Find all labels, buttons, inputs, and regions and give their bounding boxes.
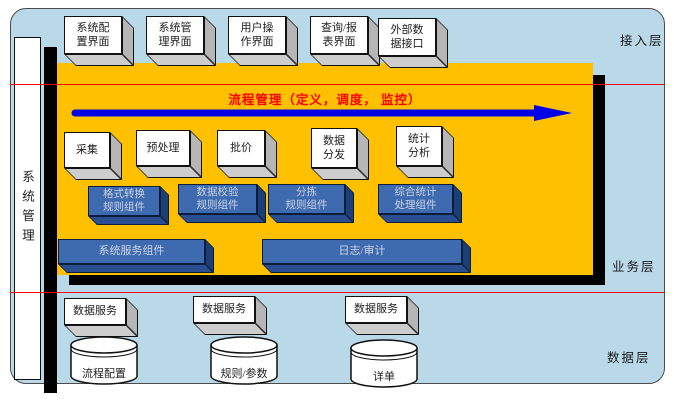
box-label: 数据 分发 xyxy=(311,128,357,168)
top-box-system-config-ui: 系统配 置界面 xyxy=(64,16,134,66)
box-label: 外部数 据接口 xyxy=(378,18,436,56)
database-label: 详单 xyxy=(373,371,395,383)
box-side xyxy=(178,214,266,223)
box-side xyxy=(262,264,471,273)
box-label: 系统服务组件 xyxy=(58,239,205,264)
system-management-bar: 系统管理 xyxy=(14,37,41,380)
box-label: 数据服务 xyxy=(64,298,126,325)
box-label: 查询/报 表界面 xyxy=(310,16,368,54)
process-box-collect: 采集 xyxy=(64,132,122,180)
box-side xyxy=(193,323,267,335)
rule-box-data-validation: 数据校验 规则组件 xyxy=(178,184,266,223)
box-label: 采集 xyxy=(64,132,110,168)
database-label: 规则/参数 xyxy=(220,368,268,380)
service-box-system-services: 系统服务组件 xyxy=(58,239,214,273)
box-side xyxy=(268,214,354,223)
database-rules-params: 规则/参数 xyxy=(210,336,278,386)
box-label: 批价 xyxy=(217,130,265,166)
box-label: 数据服务 xyxy=(345,296,407,323)
process-box-preprocess: 预处理 xyxy=(136,130,202,178)
box-side xyxy=(58,264,214,273)
box-side xyxy=(64,54,134,66)
data-service-box-2: 数据服务 xyxy=(193,296,267,335)
box-label: 日志/审计 xyxy=(262,239,462,264)
database-label: 流程配置 xyxy=(82,368,126,380)
box-label: 综合统计 处理组件 xyxy=(378,184,453,214)
box-label: 系统管 理界面 xyxy=(146,16,204,54)
rule-box-comprehensive-statistics: 综合统计 处理组件 xyxy=(378,184,462,223)
box-side xyxy=(310,54,380,66)
box-side xyxy=(146,54,216,66)
database-flow-config: 流程配置 xyxy=(70,336,138,386)
top-box-user-operation-ui: 用户操 作界面 xyxy=(228,16,298,66)
rule-box-format-conversion: 格式转换 规则组件 xyxy=(88,186,169,225)
box-label: 数据校验 规则组件 xyxy=(178,184,257,214)
layer-label-data: 数据层 xyxy=(607,351,651,365)
top-box-query-report-ui: 查询/报 表界面 xyxy=(310,16,380,66)
top-box-external-data-interface: 外部数 据接口 xyxy=(378,18,448,68)
layer-label-business: 业务层 xyxy=(612,260,656,274)
top-box-system-mgmt-ui: 系统管 理界面 xyxy=(146,16,216,66)
process-box-statistics-analysis: 统计 分析 xyxy=(396,126,454,178)
process-box-data-distribution: 数据 分发 xyxy=(311,128,369,180)
left-black-pillar xyxy=(44,47,57,393)
box-label: 统计 分析 xyxy=(396,126,442,166)
box-label: 预处理 xyxy=(136,130,190,166)
box-side xyxy=(136,166,202,178)
data-service-box-1: 数据服务 xyxy=(64,298,138,337)
data-service-box-3: 数据服务 xyxy=(345,296,419,335)
box-label: 数据服务 xyxy=(193,296,255,323)
cylinder-icon xyxy=(210,336,278,385)
flow-arrow-icon xyxy=(71,105,572,121)
box-label: 系统配 置界面 xyxy=(64,16,122,54)
database-detail-records: 详单 xyxy=(350,339,418,389)
layer-label-access: 接入层 xyxy=(620,34,664,48)
rule-box-sorting: 分拣 规则组件 xyxy=(268,184,354,223)
flow-management-title: 流程管理（定义，调度， 监控） xyxy=(228,93,422,107)
box-label: 格式转换 规则组件 xyxy=(88,186,160,216)
box-label: 用户操 作界面 xyxy=(228,16,286,54)
layer-divider-access-business xyxy=(10,84,664,85)
process-box-rating: 批价 xyxy=(217,130,277,178)
cylinder-icon xyxy=(70,336,138,385)
system-management-label: 系统管理 xyxy=(20,169,34,248)
box-side xyxy=(345,323,419,335)
box-label: 分拣 规则组件 xyxy=(268,184,345,214)
service-box-log-audit: 日志/审计 xyxy=(262,239,471,273)
box-side xyxy=(88,216,169,225)
box-side xyxy=(378,214,462,223)
layer-divider-business-data xyxy=(10,292,664,293)
box-side xyxy=(228,54,298,66)
cylinder-icon xyxy=(350,339,418,388)
box-side xyxy=(378,56,448,68)
